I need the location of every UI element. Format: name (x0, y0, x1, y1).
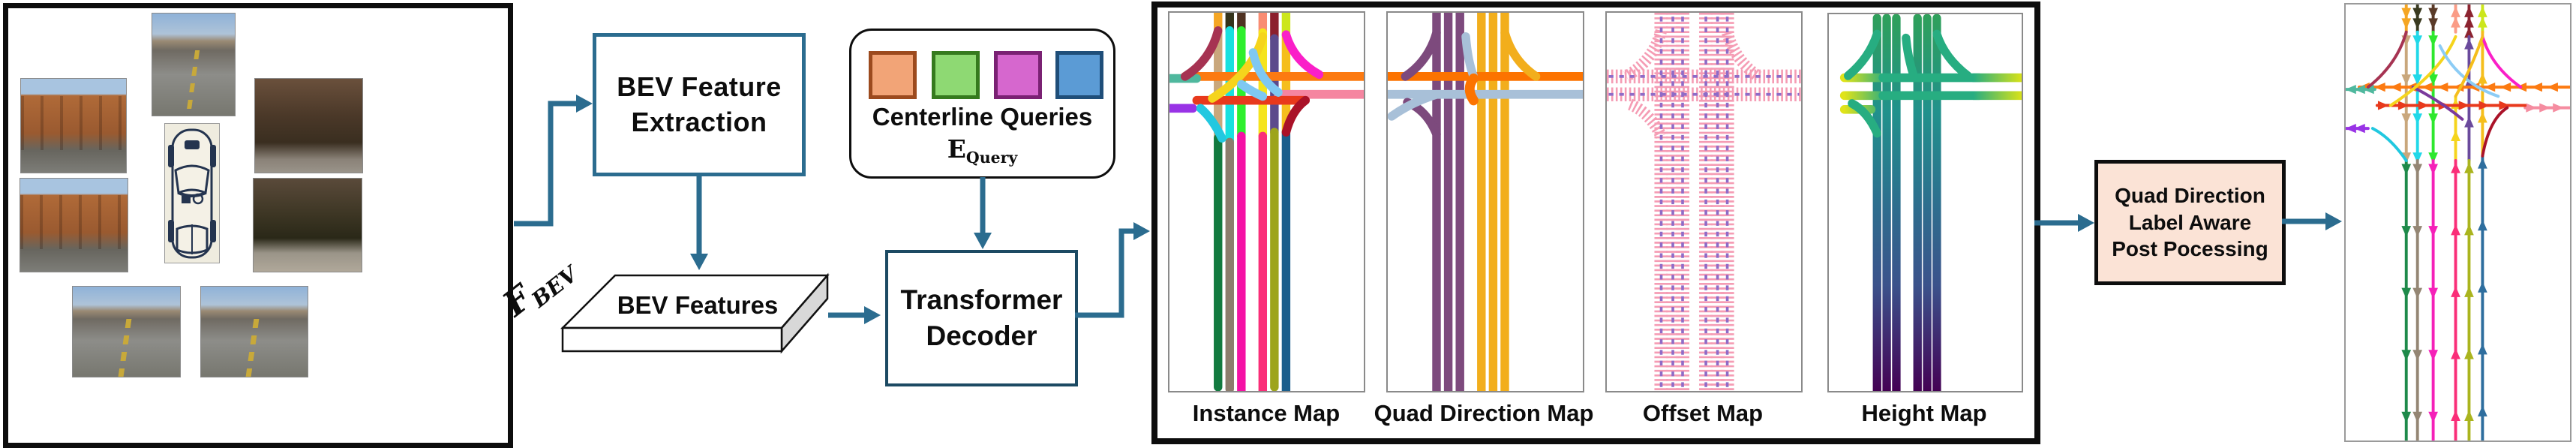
query-swatch-blue (1055, 51, 1103, 99)
car-sketch (168, 128, 216, 259)
height-map-label: Height Map (1861, 400, 1987, 426)
query-swatch-green (932, 51, 980, 99)
bev-feature-extraction-box: BEV Feature Extraction (593, 33, 806, 176)
camera-back-left-photo (73, 287, 180, 377)
e-query-symbol: EQuery (851, 134, 1113, 167)
quad-direction-map-canvas (1386, 11, 1584, 392)
bev-features-label: BEV Features (617, 291, 779, 319)
camera-back-right-photo (201, 287, 308, 377)
bev-extraction-line1: BEV Feature (617, 71, 782, 102)
centerline-queries-label: Centerline Queries (872, 103, 1093, 131)
bev-extraction-line2: Extraction (631, 106, 767, 137)
query-swatch-magenta (994, 51, 1042, 99)
post-processing-box: Quad Direction Label Aware Post Pocessin… (2094, 160, 2286, 285)
camera-front-right-photo (255, 79, 362, 173)
height-map-canvas (1827, 13, 2023, 392)
arrow-decoder-to-maps (1075, 228, 1136, 318)
arrow-cameras-to-bev (514, 101, 579, 227)
post-line2: Label Aware (2128, 210, 2252, 234)
ego-car-topview-illustration (165, 124, 219, 263)
decoder-line2: Decoder (926, 320, 1037, 351)
quad-direction-map-label: Quad Direction Map (1374, 400, 1594, 426)
camera-front-left-photo (21, 79, 126, 173)
instance-map-label: Instance Map (1192, 400, 1341, 426)
instance-map-canvas (1168, 11, 1365, 392)
offset-map-canvas (1605, 11, 1803, 392)
camera-front-photo (152, 14, 235, 116)
offset-map-label: Offset Map (1642, 400, 1764, 426)
post-line1: Quad Direction (2115, 183, 2265, 207)
bev-features-slab (560, 272, 830, 354)
camera-rear-right-photo (254, 179, 362, 272)
query-swatch-orange (869, 51, 917, 99)
post-line3: Post Pocessing (2112, 237, 2268, 261)
surround-camera-panel (3, 3, 513, 448)
e-query-base: E (947, 134, 966, 164)
centerline-queries-box: Centerline Queries EQuery (849, 29, 1115, 179)
final-centerline-graph-panel (2344, 3, 2571, 442)
transformer-decoder-box: Transformer Decoder (885, 250, 1078, 386)
camera-rear-left-photo (20, 179, 128, 272)
e-query-sub: Query (965, 149, 1018, 167)
decoder-line1: Transformer (900, 284, 1063, 315)
